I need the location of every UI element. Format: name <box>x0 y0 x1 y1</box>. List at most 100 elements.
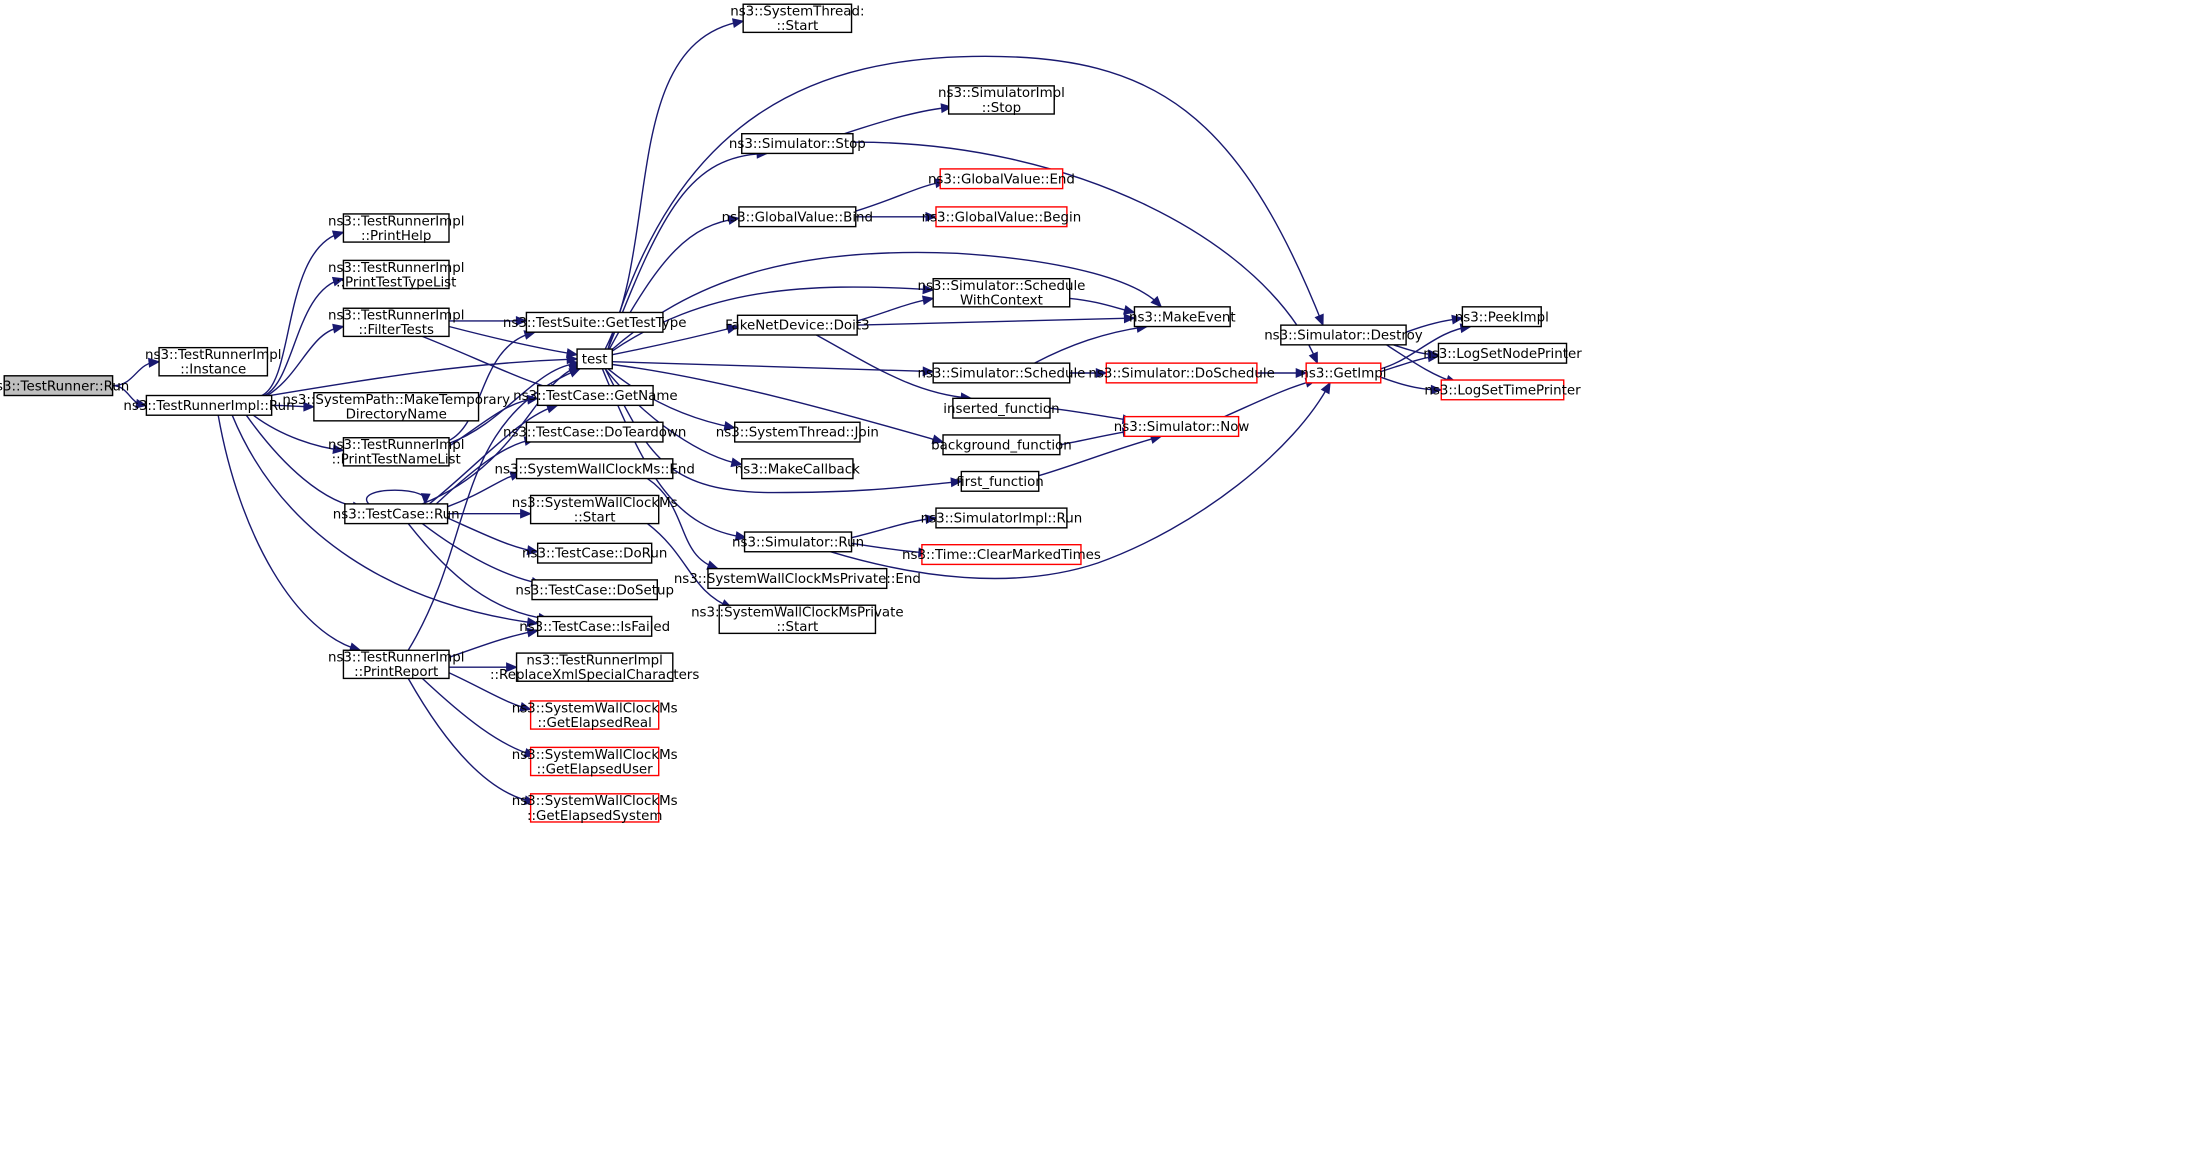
node-tri-printtesttypelist[interactable]: ns3::TestRunnerImpl::PrintTestTypeList <box>328 259 465 290</box>
node-label: ns3::TestRunnerImpl <box>328 438 465 453</box>
node-simimpl-run[interactable]: ns3::SimulatorImpl::Run <box>921 507 1083 529</box>
edge-line <box>604 20 744 350</box>
node-swcp-end[interactable]: ns3::SystemWallClockMsPrivate::End <box>674 567 921 590</box>
node-makeevent[interactable]: ns3::MakeEvent <box>1129 306 1236 328</box>
edge-arrowhead <box>922 366 935 377</box>
edge-arrowhead <box>1427 352 1440 363</box>
node-tc-dorun[interactable]: ns3::TestCase::DoRun <box>522 542 667 564</box>
node-label: ns3::Simulator::Stop <box>729 137 866 152</box>
edge-arrowhead <box>1095 368 1108 378</box>
node-tc-isfailed[interactable]: ns3::TestCase::IsFailed <box>519 615 670 637</box>
node-box <box>947 85 1055 115</box>
node-box <box>952 397 1051 419</box>
node-label: ns3::SystemWallClockMs <box>512 794 678 809</box>
node-tri-replacexml[interactable]: ns3::TestRunnerImpl::ReplaceXmlSpecialCh… <box>490 652 699 683</box>
node-tc-run[interactable]: ns3::TestCase::Run <box>333 503 460 525</box>
node-label: ns3::SystemWallClockMs <box>512 748 678 763</box>
node-label: background_function <box>931 438 1072 453</box>
node-tri-printreport[interactable]: ns3::TestRunnerImpl::PrintReport <box>328 649 465 680</box>
node-first-function[interactable]: first_function <box>956 470 1044 492</box>
node-tri-run[interactable]: ns3::TestRunnerImpl::Run <box>123 394 295 416</box>
node-swc-getelapsedsystem[interactable]: ns3::SystemWallClockMs::GetElapsedSystem <box>512 793 678 824</box>
edge-arrowhead <box>568 368 582 378</box>
node-box <box>932 277 1071 308</box>
node-background-function[interactable]: background_function <box>931 434 1072 456</box>
node-swc-getelapsedreal[interactable]: ns3::SystemWallClockMs::GetElapsedReal <box>512 700 678 731</box>
edge-line <box>612 363 944 443</box>
node-peekimpl[interactable]: ns3::PeekImpl <box>1455 306 1549 328</box>
node-tri-filtertests[interactable]: ns3::TestRunnerImpl::FilterTests <box>328 307 465 338</box>
node-sim-now[interactable]: ns3::Simulator::Now <box>1114 415 1250 438</box>
edge-line <box>607 152 768 350</box>
node-gv-bind[interactable]: ns3::GlobalValue::Bind <box>722 206 873 228</box>
node-tc-dosetup[interactable]: ns3::TestCase::DoSetup <box>515 579 674 601</box>
node-time-clearmarkedtimes[interactable]: ns3::Time::ClearMarkedTimes <box>902 544 1101 566</box>
node-tri-printhelp[interactable]: ns3::TestRunnerImpl::PrintHelp <box>328 213 465 244</box>
edge-arrowhead <box>331 276 345 287</box>
node-label: ::Instance <box>180 363 246 378</box>
node-swc-getelapseduser[interactable]: ns3::SystemWallClockMs::GetElapsedUser <box>512 746 678 777</box>
node-logsetnodeprinter[interactable]: ns3::LogSetNodePrinter <box>1423 342 1582 364</box>
node-inserted-function[interactable]: inserted_function <box>943 397 1060 419</box>
node-tri-printtestnamelist[interactable]: ns3::TestRunnerImpl::PrintTestNameList <box>328 437 465 468</box>
node-box <box>342 259 450 290</box>
edge-arrowhead <box>526 545 539 556</box>
node-ts-gettesttype[interactable]: ns3::TestSuite::GetTestType <box>503 311 687 333</box>
node-label: ns3::TestCase::Run <box>333 507 460 522</box>
node-gv-begin[interactable]: ns3::GlobalValue::Begin <box>922 206 1082 228</box>
edge-line <box>264 278 344 397</box>
node-label: ::PrintTestTypeList <box>336 275 456 290</box>
edge-tri-printreport-to-swc-getelapsedreal <box>448 672 532 712</box>
edge-arrowhead <box>332 444 345 454</box>
node-logsettimeprinter[interactable]: ns3::LogSetTimePrinter <box>1424 379 1581 401</box>
node-label: ns3::PeekImpl <box>1455 310 1549 325</box>
node-sim-run[interactable]: ns3::Simulator::Run <box>732 531 864 553</box>
node-label: ::Start <box>776 19 818 34</box>
node-fnd-doit3[interactable]: FakeNetDevice::Doit3 <box>725 314 870 336</box>
node-st-join[interactable]: ns3::SystemThread::Join <box>716 421 879 443</box>
edge-tr-run-to-tri-run <box>112 385 148 409</box>
node-box <box>1440 379 1565 401</box>
edge-arrowhead <box>1308 351 1318 365</box>
edge-line <box>231 414 538 625</box>
node-makecallback[interactable]: ns3::MakeCallback <box>735 458 860 480</box>
node-label: ns3::SystemWallClockMsPrivate::End <box>674 572 921 587</box>
node-sp-maketempdir[interactable]: ns3::SystemPath::MakeTemporaryDirectoryN… <box>282 391 510 423</box>
node-label: ns3::Simulator::DoSchedule <box>1088 367 1274 382</box>
node-label: ns3::MakeEvent <box>1129 310 1236 325</box>
node-tc-getname[interactable]: ns3::TestCase::GetName <box>513 384 678 407</box>
edge-tri-printreport-to-swc-getelapsedsystem <box>407 678 537 806</box>
node-swc-end[interactable]: ns3::SystemWallClockMs::End <box>494 458 695 480</box>
edge-sim-destroy-to-peekimpl <box>1405 314 1464 333</box>
node-sim-schedule[interactable]: ns3::Simulator::Schedule <box>917 362 1085 384</box>
node-box <box>1437 342 1568 364</box>
node-box <box>960 470 1040 492</box>
node-swc-start[interactable]: ns3::SystemWallClockMs::Start <box>512 494 678 525</box>
node-simimpl-stop[interactable]: ns3::SimulatorImpl::Stop <box>938 85 1065 116</box>
node-label: ns3::TestRunnerImpl::Run <box>123 399 294 414</box>
node-label: ns3::TestRunnerImpl <box>328 214 465 229</box>
node-test[interactable]: test <box>576 348 613 370</box>
node-sim-doschedule[interactable]: ns3::Simulator::DoSchedule <box>1088 362 1275 384</box>
edge-line <box>830 382 1331 580</box>
edge-tri-printreport-to-tc-isfailed <box>448 627 539 658</box>
node-tc-doteardown[interactable]: ns3::TestCase::DoTeardown <box>503 421 686 443</box>
node-label: ns3::SystemWallClockMs <box>512 496 678 511</box>
edge-test-to-sim-schedule <box>612 361 935 377</box>
node-getimpl[interactable]: ns3::GetImpl <box>1300 362 1387 384</box>
edge-line <box>217 415 361 651</box>
node-box <box>741 133 854 155</box>
node-tr-run[interactable]: ns3::TestRunner::Run <box>0 375 129 397</box>
node-st-start[interactable]: ns3::SystemThread:::Start <box>730 3 864 34</box>
edge-line <box>365 489 427 505</box>
node-sim-stop[interactable]: ns3::Simulator::Stop <box>729 133 866 155</box>
edge-arrowhead <box>1295 368 1308 378</box>
node-gv-end[interactable]: ns3::GlobalValue::End <box>928 168 1075 190</box>
edge-line <box>1034 325 1148 364</box>
node-swcp-start[interactable]: ns3::SystemWallClockMsPrivate::Start <box>691 604 904 635</box>
node-label: ns3::TestRunnerImpl <box>328 261 465 276</box>
node-sim-destroy[interactable]: ns3::Simulator::Destroy <box>1264 324 1423 346</box>
node-tri-instance[interactable]: ns3::TestRunnerImpl::Instance <box>145 346 282 378</box>
edge-arrowhead <box>727 215 741 225</box>
